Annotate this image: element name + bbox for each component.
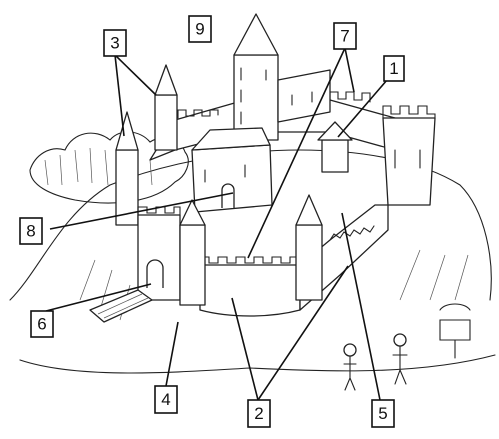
hall-building	[191, 127, 273, 213]
label-2-box: 2	[247, 399, 271, 428]
leader-7a	[247, 47, 346, 259]
leader-3a	[114, 54, 157, 96]
leader-1	[337, 79, 388, 138]
leader-7b	[344, 47, 355, 93]
drawbridge	[89, 289, 153, 323]
label-4-box: 4	[154, 385, 178, 414]
figures-bottom-right	[343, 303, 471, 391]
round-tower-right	[382, 105, 436, 206]
leader-6	[45, 283, 152, 312]
label-5: 5	[378, 404, 387, 423]
label-6: 6	[37, 315, 46, 334]
ground-outline	[9, 149, 492, 301]
label-5-box: 5	[371, 399, 395, 428]
leader-2b	[257, 265, 349, 401]
label-6-box: 6	[30, 310, 54, 338]
label-8-box: 8	[19, 217, 43, 245]
leader-2a	[231, 297, 259, 401]
label-9-box: 9	[188, 15, 212, 43]
label-4: 4	[161, 390, 170, 409]
label-8: 8	[26, 222, 35, 241]
label-7-box: 7	[333, 22, 357, 50]
leader-8	[49, 192, 234, 230]
label-3-box: 3	[103, 29, 127, 57]
leader-lines	[45, 47, 388, 401]
label-3: 3	[110, 34, 119, 53]
label-1-box: 1	[383, 55, 405, 82]
label-1: 1	[389, 59, 398, 78]
label-7: 7	[340, 27, 349, 46]
conical-towers-left	[115, 64, 178, 226]
foreground-ground	[19, 354, 496, 374]
label-2: 2	[254, 404, 263, 423]
gatehouse	[137, 194, 323, 306]
castle-illustration	[9, 13, 496, 391]
leader-5	[341, 212, 381, 401]
label-9: 9	[195, 20, 204, 39]
leader-3b	[114, 54, 125, 137]
leader-4	[165, 321, 179, 387]
